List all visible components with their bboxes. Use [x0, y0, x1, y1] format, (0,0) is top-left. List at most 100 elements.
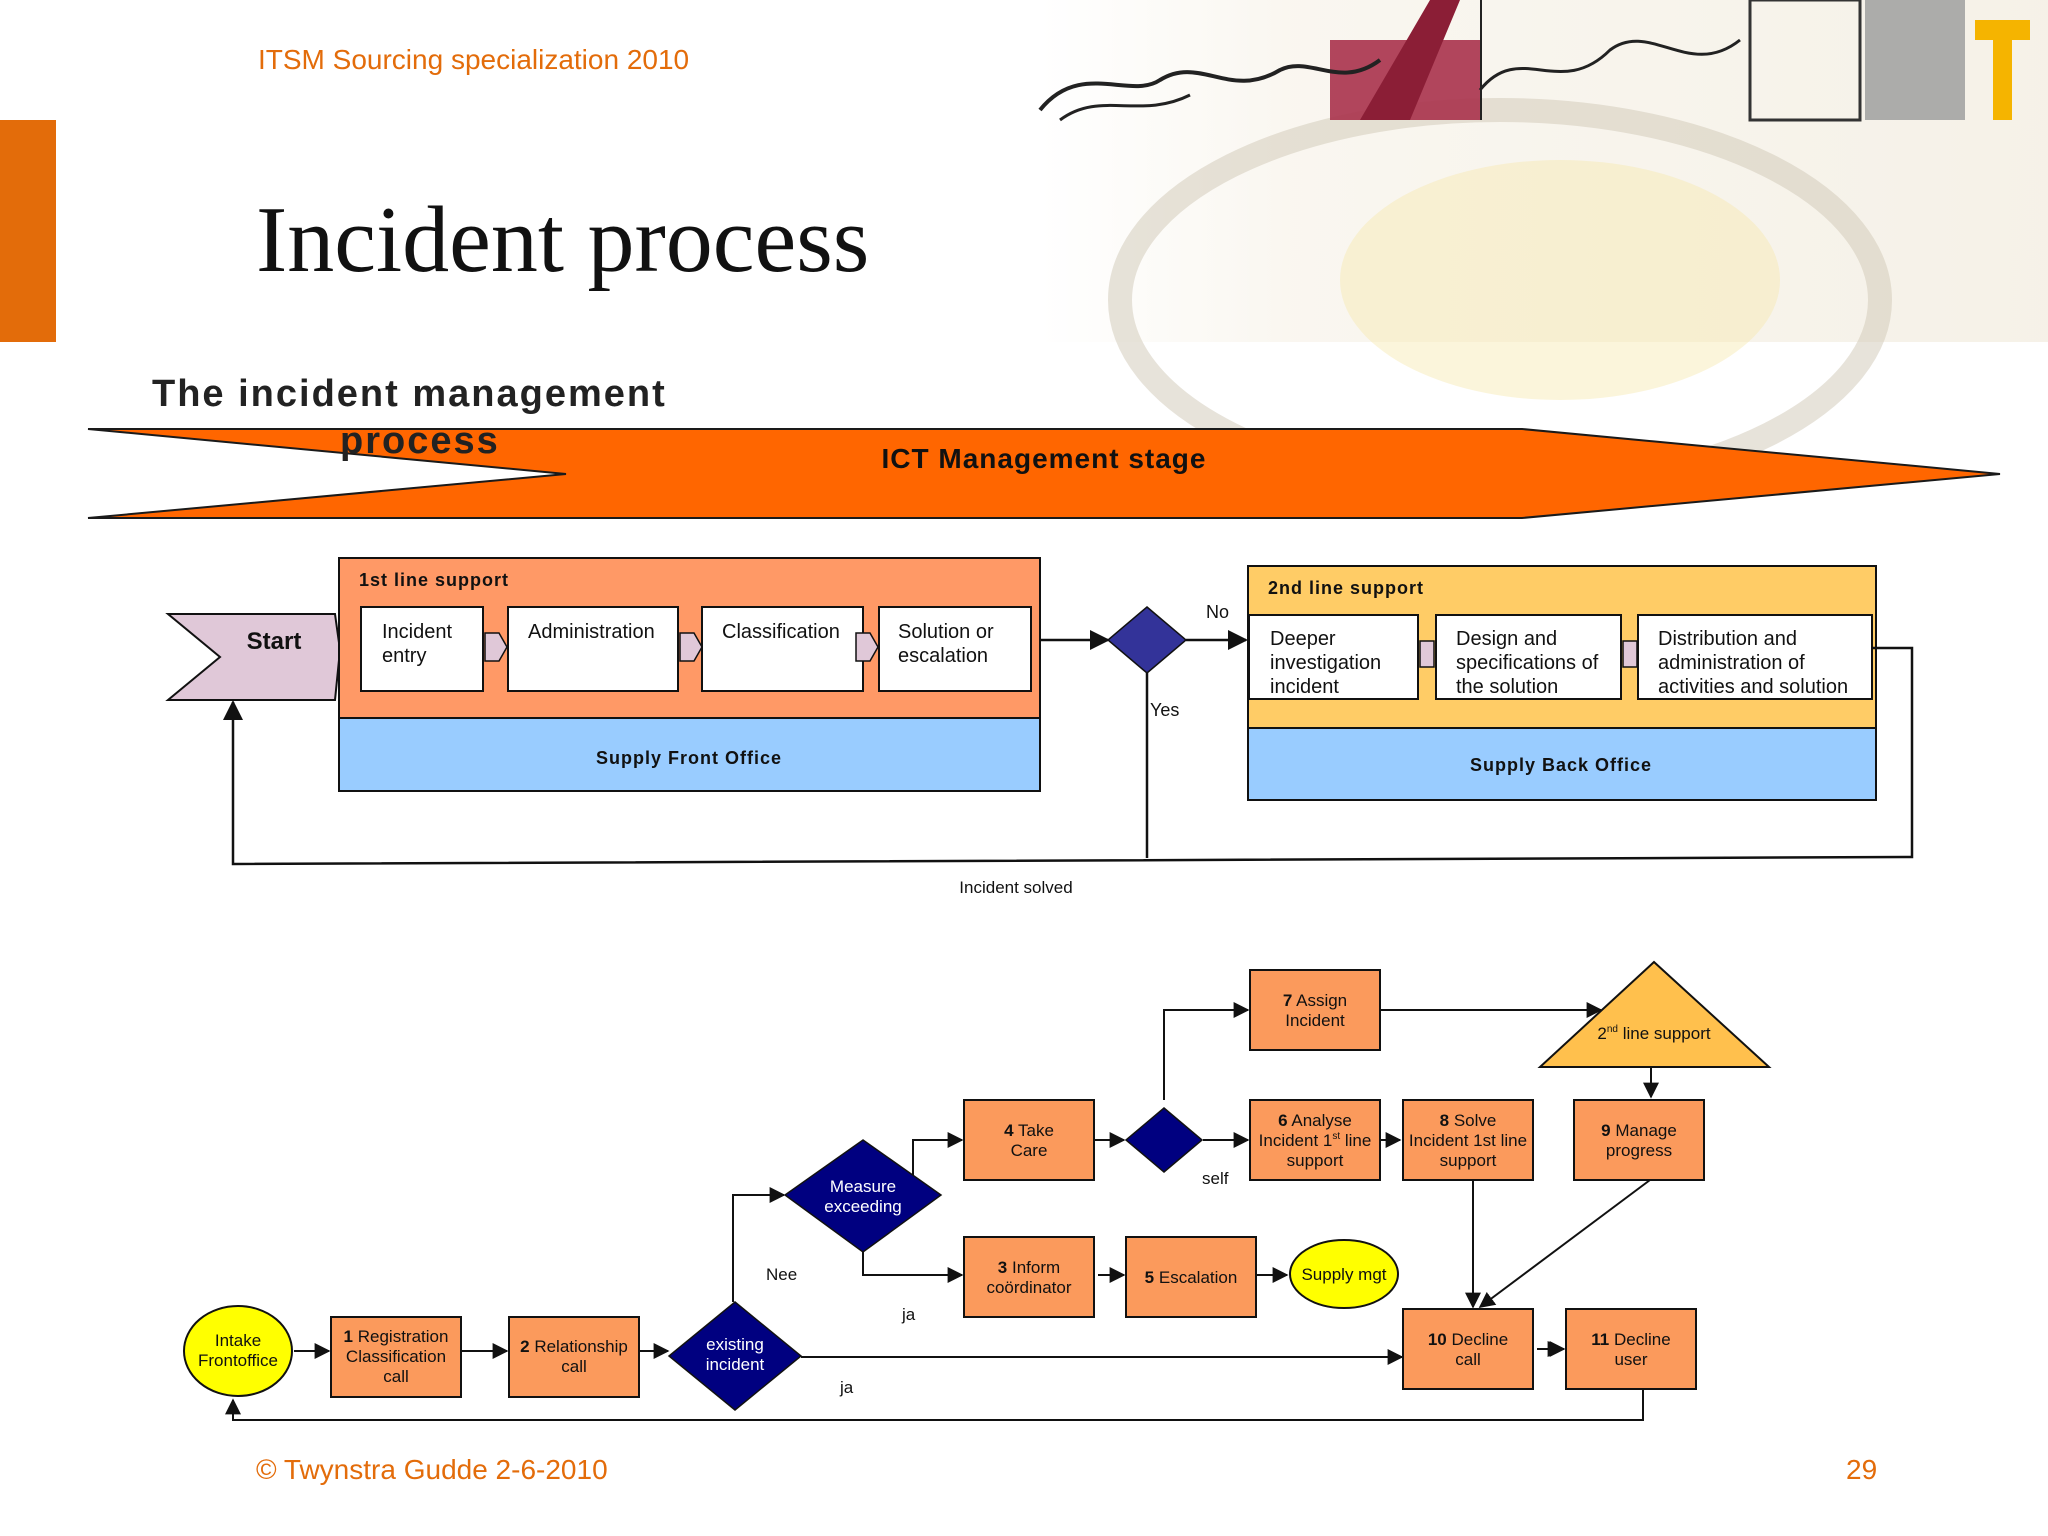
label-ja-measure: ja: [901, 1305, 916, 1324]
accent-bar: [0, 120, 56, 342]
measure-exceeding-diamond: [783, 1139, 943, 1253]
stage-arrow: [87, 428, 2001, 519]
node-6-l2b: line: [1340, 1131, 1371, 1150]
stage-label: ICT Management stage: [882, 443, 1207, 474]
decision-diamond: [1106, 606, 1188, 674]
node-2-l1: Relationship: [534, 1337, 628, 1356]
step-distribution: [1637, 614, 1873, 700]
tri-sup: nd: [1607, 1024, 1618, 1035]
node-5-l1: Escalation: [1159, 1268, 1237, 1287]
node-analyse-incident: [1249, 1099, 1381, 1181]
node-8-num: 8: [1440, 1111, 1449, 1130]
step-incident-entry: [360, 606, 484, 692]
step-solution-l2: escalation: [898, 645, 988, 667]
svg-text:5 Escalation: 5 Escalation: [1145, 1268, 1238, 1287]
svg-text:2nd line support: 2nd line support: [1597, 1024, 1710, 1043]
node-1-l1: Registration: [358, 1327, 449, 1346]
chevron-icon: [679, 632, 703, 662]
front-office-label: Supply Front Office: [596, 748, 782, 768]
intake-l2: Frontoffice: [198, 1351, 278, 1370]
node-6-l3: support: [1287, 1151, 1344, 1170]
existing-l2: incident: [706, 1355, 765, 1374]
node-10-l1: Decline: [1451, 1330, 1508, 1349]
node-10-num: 10: [1428, 1330, 1447, 1349]
svg-text:8 Solve: 8 Solve: [1440, 1111, 1497, 1130]
node-2-l2: call: [561, 1357, 587, 1376]
step-distribution-l2: administration of: [1658, 652, 1805, 674]
svg-text:3 Inform: 3 Inform: [998, 1258, 1060, 1277]
node-8-l1: Solve: [1454, 1111, 1497, 1130]
supply-mgt-node: [1289, 1239, 1399, 1309]
step-incident-entry-l2: entry: [382, 645, 426, 667]
node-4-l1: Take: [1018, 1121, 1054, 1140]
step-solution-escalation: [878, 606, 1032, 692]
node-1-l3: call: [383, 1367, 409, 1386]
step-deeper-l1: Deeper: [1270, 628, 1336, 650]
step-design-spec: [1435, 614, 1622, 700]
node-9-l1: Manage: [1615, 1121, 1676, 1140]
node-take-care: [963, 1099, 1095, 1181]
tri-pre: 2: [1597, 1024, 1606, 1043]
supply-mgt-label: Supply mgt: [1301, 1265, 1386, 1284]
first-line-label: 1st line support: [359, 570, 509, 590]
node-8-l2: Incident 1st line: [1409, 1131, 1527, 1150]
node-10-l2: call: [1455, 1350, 1481, 1369]
svg-text:Incident 1st line: Incident 1st line: [1259, 1131, 1372, 1150]
step-classification-l1: Classification: [722, 621, 840, 643]
measure-l1: Measure: [830, 1177, 896, 1196]
step-deeper-l3: incident: [1270, 676, 1339, 698]
node-3-num: 3: [998, 1258, 1007, 1277]
node-decline-user: [1565, 1308, 1697, 1390]
label-ja-existing: ja: [839, 1378, 854, 1397]
section-heading-cont: process: [340, 420, 500, 462]
svg-text:10 Decline: 10 Decline: [1428, 1330, 1508, 1349]
step-design-l1: Design and: [1456, 628, 1557, 650]
step-incident-entry-l1: Incident: [382, 621, 452, 643]
step-administration: [507, 606, 679, 692]
node-5-num: 5: [1145, 1268, 1154, 1287]
step-design-l2: specifications of: [1456, 652, 1599, 674]
start-label: Start: [247, 628, 302, 655]
connector-icon: [1419, 640, 1435, 668]
node-8-l3: support: [1440, 1151, 1497, 1170]
node-4-l2: Care: [1011, 1141, 1048, 1160]
step-administration-l1: Administration: [528, 621, 655, 643]
node-7-num: 7: [1283, 991, 1292, 1010]
svg-text:1 Registration: 1 Registration: [344, 1327, 449, 1346]
node-6-l1: Analyse: [1291, 1111, 1351, 1130]
footer-copyright: © Twynstra Gudde 2-6-2010: [256, 1454, 608, 1485]
step-distribution-l1: Distribution and: [1658, 628, 1797, 650]
node-11-l1: Decline: [1614, 1330, 1671, 1349]
slide-title: Incident process: [256, 188, 870, 292]
node-11-num: 11: [1591, 1330, 1609, 1349]
label-nee: Nee: [766, 1265, 797, 1284]
back-office-label: Supply Back Office: [1470, 755, 1652, 775]
svg-text:9 Manage: 9 Manage: [1601, 1121, 1677, 1140]
step-classification: [701, 606, 864, 692]
loop-arrow: [223, 646, 1914, 866]
measure-l2: exceeding: [824, 1197, 902, 1216]
intake-node: [183, 1305, 293, 1397]
node-1-num: 1: [344, 1327, 353, 1346]
step-solution-l1: Solution or: [898, 621, 994, 643]
svg-text:2 Relationship: 2 Relationship: [520, 1337, 628, 1356]
node-11-l2: user: [1614, 1350, 1647, 1369]
node-registration: [330, 1316, 462, 1398]
node-inform-coordinator: [963, 1236, 1095, 1318]
decision-no-label: No: [1206, 602, 1229, 622]
step-deeper-l2: investigation: [1270, 652, 1381, 674]
start-shape: [165, 613, 342, 701]
node-7-l1: Assign: [1296, 991, 1347, 1010]
node-manage-progress: [1573, 1099, 1705, 1181]
node-1-l2: Classification: [346, 1347, 446, 1366]
tri-post: line support: [1618, 1024, 1711, 1043]
second-line-triangle: [1537, 960, 1772, 1068]
step-distribution-l3: activities and solution: [1658, 676, 1848, 698]
node-decline-call: [1402, 1308, 1534, 1390]
node-2-num: 2: [520, 1337, 529, 1356]
self-decision-diamond: [1124, 1107, 1204, 1173]
node-6-l2a: Incident 1: [1259, 1131, 1333, 1150]
step-design-l3: the solution: [1456, 676, 1558, 698]
presentation-subtitle: ITSM Sourcing specialization 2010: [258, 44, 690, 75]
svg-text:11 Decline: 11 Decline: [1591, 1330, 1670, 1349]
